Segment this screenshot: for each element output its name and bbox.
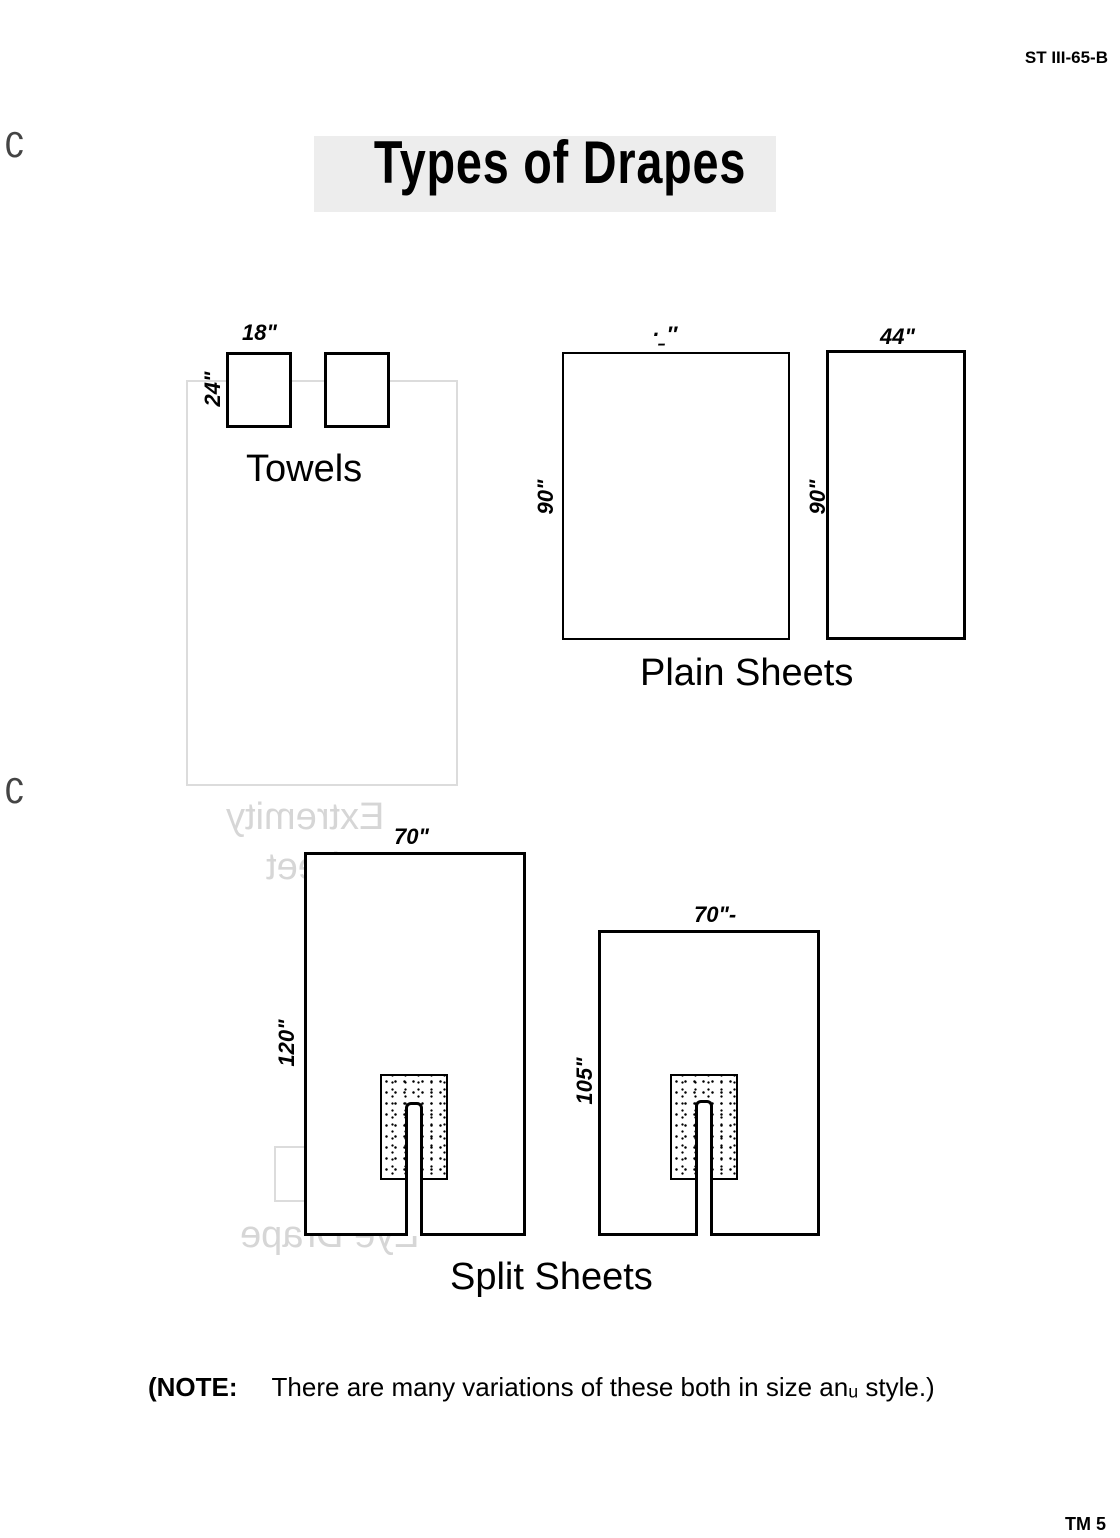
show-through-frame — [186, 380, 458, 786]
split-sheet-1-slit — [405, 1102, 423, 1236]
plain-sheet-1-height-label: 90" — [533, 479, 558, 515]
note-text: There are many variations of these both … — [271, 1372, 935, 1402]
document-id: ST III-65-B — [1024, 48, 1108, 67]
show-through-extremity: Extremity — [226, 796, 385, 838]
split-sheet-2-height-label: 105" — [572, 1057, 597, 1105]
split-sheets-label: Split Sheets — [450, 1256, 653, 1298]
split-sheet-1-height-label: 120" — [274, 1019, 299, 1067]
towels-label: Towels — [246, 448, 363, 490]
page-code: TM 5 — [1064, 1514, 1106, 1534]
split-sheet-1 — [304, 852, 526, 1236]
towel-2 — [324, 352, 390, 428]
towel-width-label: 18" — [242, 320, 277, 345]
split-sheet-1-width-label: 70" — [394, 824, 429, 849]
towel-1 — [226, 352, 292, 428]
plain-sheet-2 — [826, 350, 966, 640]
title-band — [314, 136, 776, 212]
plain-sheet-2-width-label: 44" — [880, 324, 915, 349]
towel-height-label: 24" — [200, 371, 225, 407]
page-title: Types of Drapes — [373, 129, 747, 196]
plain-sheet-2-height-label: 90" — [805, 479, 830, 515]
note-heading: (NOTE: — [148, 1372, 238, 1402]
binder-hole-mark-middle: ∁ — [4, 773, 26, 811]
plain-sheet-1 — [562, 352, 790, 640]
note: (NOTE: There are many variations of these… — [148, 1372, 935, 1403]
plain-sheets-label: Plain Sheets — [640, 652, 854, 694]
split-sheet-2-width-label: 70"- — [694, 902, 737, 927]
split-sheet-2-slit — [695, 1100, 713, 1236]
plain-sheet-1-width-label: ·ˍ″ — [652, 322, 678, 347]
binder-hole-mark-top: ∁ — [4, 127, 26, 165]
